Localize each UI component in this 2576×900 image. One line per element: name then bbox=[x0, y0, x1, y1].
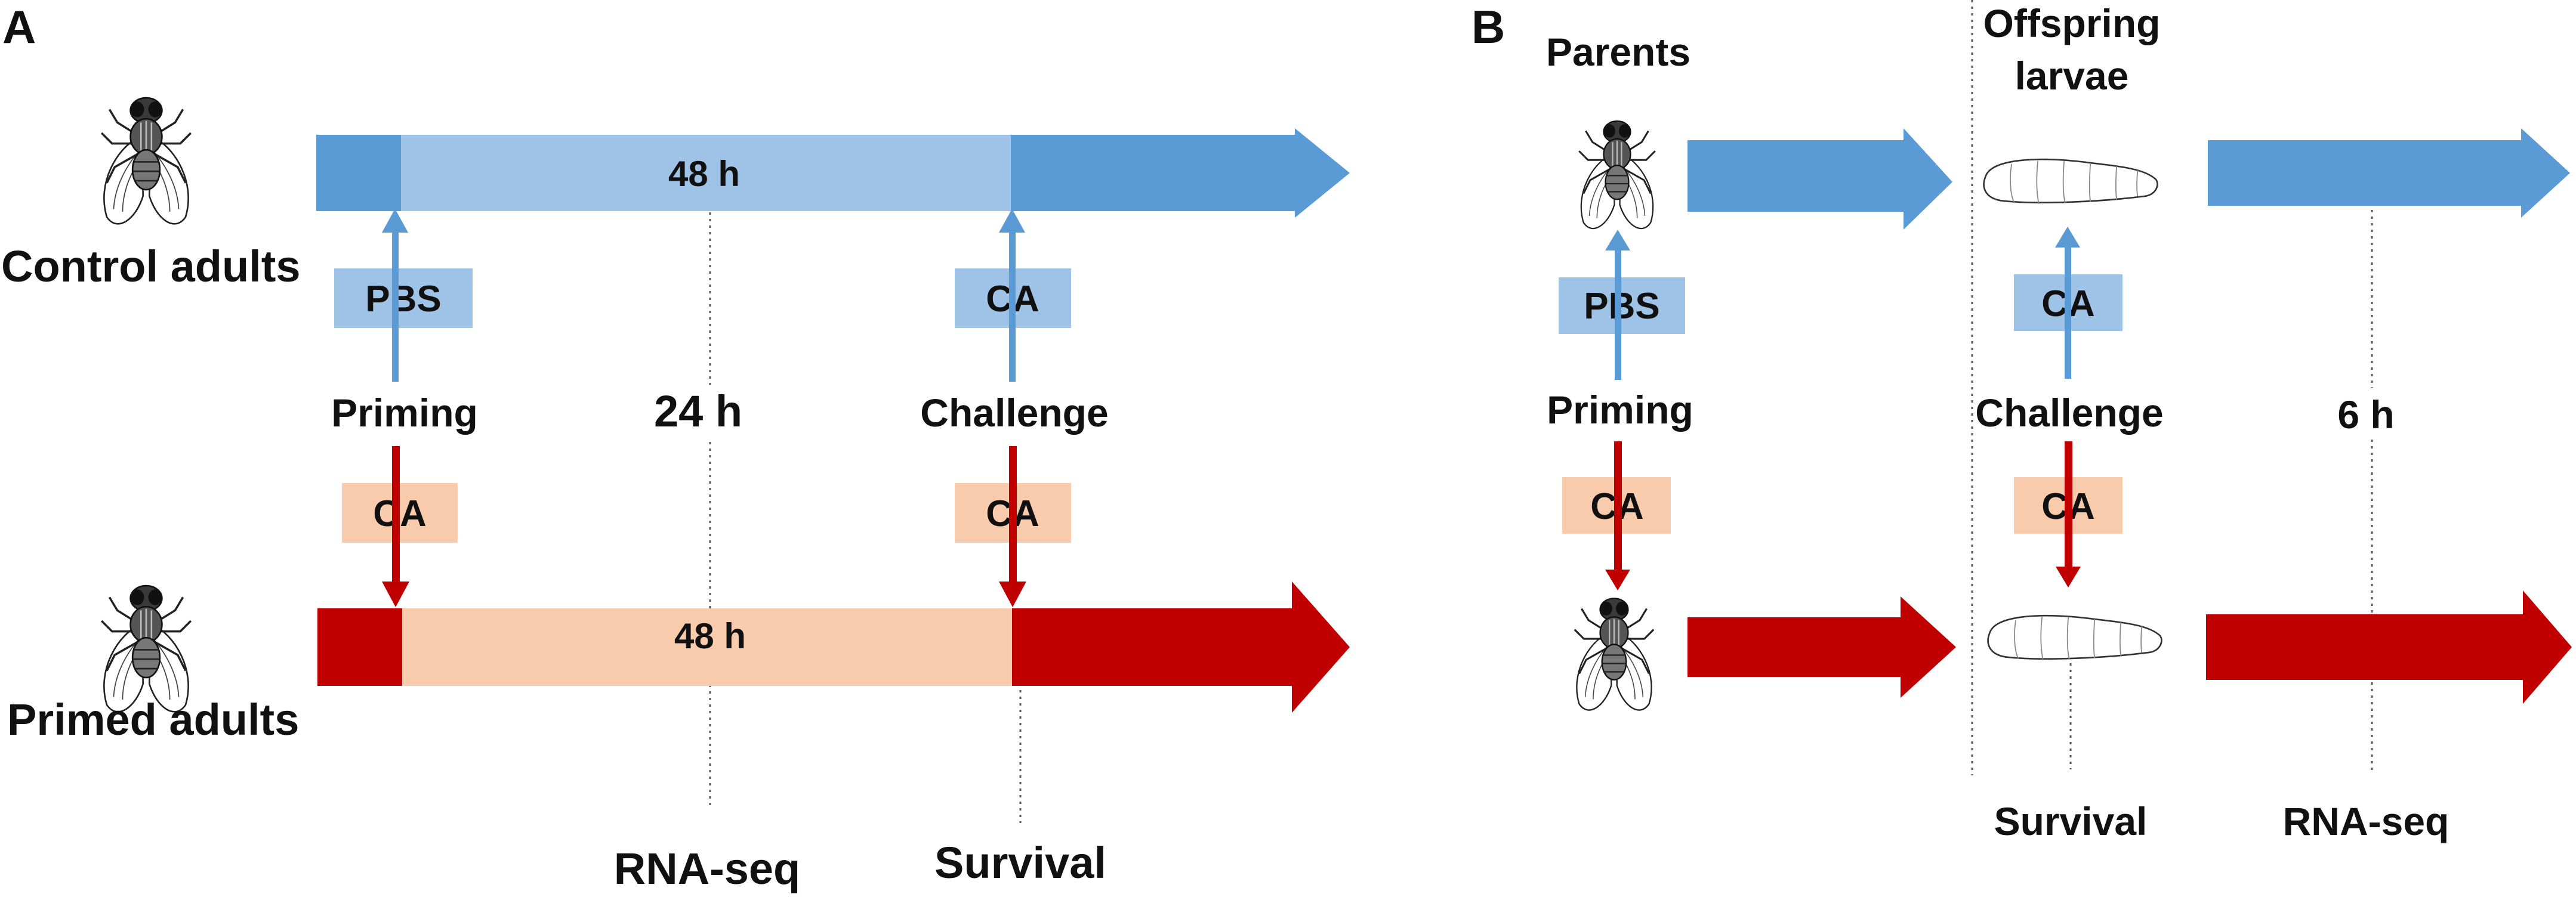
rnaseq-label: RNA-seq bbox=[614, 844, 800, 893]
fly-icon bbox=[100, 97, 192, 225]
primed-timeline-arrow: 48 h bbox=[317, 582, 1350, 713]
time-label-24h: 24 h bbox=[654, 386, 742, 436]
panel-b-letter: B bbox=[1471, 1, 1505, 53]
primed-bar-start bbox=[317, 608, 402, 686]
challenge-arrow-down-shaft bbox=[2065, 441, 2072, 573]
priming-arrow-down-shaft bbox=[392, 446, 400, 589]
priming-arrow-up-shaft bbox=[1615, 246, 1621, 380]
primed-offspring-arrow bbox=[2206, 590, 2572, 704]
priming-arrow-down-head bbox=[1605, 570, 1630, 590]
challenge-arrow-down-head bbox=[999, 582, 1026, 607]
primed-bar-arrowhead bbox=[1012, 582, 1350, 713]
priming-label: Priming bbox=[1547, 388, 1693, 432]
parents-label: Parents bbox=[1546, 30, 1690, 74]
control-offspring-arrow bbox=[2208, 128, 2570, 218]
time-label-6h: 6 h bbox=[2337, 392, 2394, 437]
priming-arrow-down-shaft bbox=[1614, 441, 1622, 576]
control-timeline-arrow: 48 h bbox=[316, 128, 1350, 218]
pbs-box-label: PBS bbox=[1584, 286, 1659, 327]
larva-icon bbox=[1983, 158, 2158, 205]
survival-label: Survival bbox=[1994, 799, 2148, 843]
pbs-box-label: PBS bbox=[365, 279, 441, 320]
control-bar-start bbox=[316, 135, 401, 211]
primed-bar-48h bbox=[402, 608, 1012, 686]
time-label-bg bbox=[644, 385, 764, 438]
primed-adults-label: Primed adults bbox=[7, 695, 299, 744]
control-adults-label: Control adults bbox=[1, 242, 301, 291]
challenge-label: Challenge bbox=[1975, 391, 2163, 435]
challenge-arrow-up-head bbox=[999, 209, 1025, 233]
challenge-arrow-down-shaft bbox=[1009, 446, 1017, 589]
control-bar-label: 48 h bbox=[668, 154, 740, 194]
priming-arrow-up-head bbox=[382, 209, 408, 233]
primed-bar-label: 48 h bbox=[674, 616, 746, 656]
priming-arrow-down-head bbox=[382, 582, 409, 607]
challenge-arrow-down-head bbox=[2056, 567, 2081, 587]
fly-icon bbox=[100, 584, 192, 713]
pbs-box bbox=[1559, 277, 1685, 334]
panel-b: B Parents Offspring larvae PBS Priming C… bbox=[1471, 0, 2572, 843]
rnaseq-label: RNA-seq bbox=[2283, 799, 2449, 843]
priming-arrow-up-shaft bbox=[392, 225, 399, 382]
panel-a: A 48 h 48 h Control adults Primed adults… bbox=[1, 1, 1350, 893]
fly-icon bbox=[1578, 120, 1656, 230]
control-bar-arrowhead bbox=[1011, 128, 1350, 218]
survival-label: Survival bbox=[934, 838, 1106, 887]
challenge-arrow-up-shaft bbox=[1009, 225, 1016, 382]
fly-icon bbox=[1574, 597, 1655, 712]
panel-a-letter: A bbox=[2, 1, 36, 53]
priming-label: Priming bbox=[331, 391, 478, 435]
challenge-arrow-up-head bbox=[2055, 227, 2080, 248]
larva-icon bbox=[1987, 614, 2162, 661]
primed-parent-arrow bbox=[1687, 596, 1956, 698]
pbs-box bbox=[334, 268, 473, 328]
challenge-label: Challenge bbox=[920, 391, 1108, 435]
control-bar-48h bbox=[401, 135, 1011, 211]
time-label-bg bbox=[2327, 388, 2417, 438]
offspring-label: Offspring bbox=[1983, 1, 2161, 45]
priming-arrow-up-head bbox=[1605, 230, 1630, 250]
challenge-arrow-up-shaft bbox=[2065, 242, 2071, 379]
control-parent-arrow bbox=[1687, 128, 1952, 230]
offspring-label-line2: larvae bbox=[2015, 54, 2129, 98]
